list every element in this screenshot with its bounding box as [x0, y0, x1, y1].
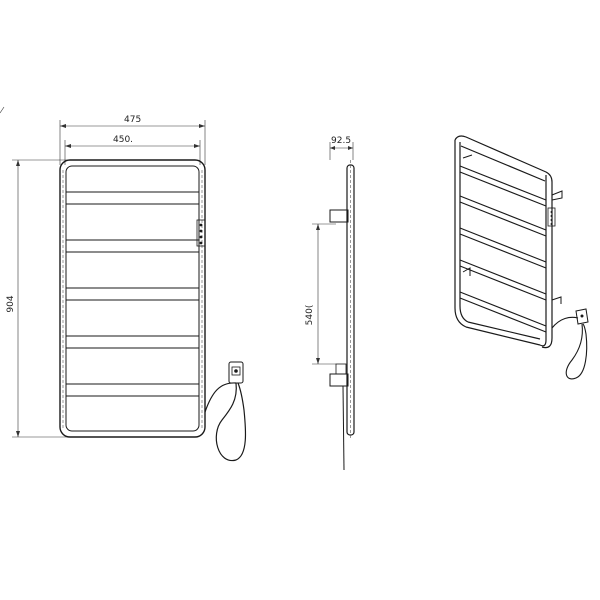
front-crossbars — [65, 191, 200, 397]
iso-top-bar — [454, 135, 553, 183]
front-frame-outer — [59, 159, 206, 438]
dim-label-904: 904 — [6, 295, 16, 312]
dim-label-450: 450. — [113, 135, 133, 145]
front-view: 475 450. 904 — [6, 115, 247, 462]
iso-bracket-bottom — [462, 267, 562, 304]
side-bottom-bracket — [329, 373, 349, 387]
isometric-view — [454, 135, 589, 380]
iso-bottom-bar — [465, 326, 541, 346]
side-view: 92.5 540( — [305, 136, 355, 471]
dim-label-92-5: 92.5 — [331, 136, 351, 146]
iso-crossbars — [459, 165, 547, 333]
dim-label-475: 475 — [124, 115, 141, 125]
iso-left-rail — [459, 142, 469, 323]
iso-control-buttons — [547, 207, 556, 227]
dim-overall-height: 904 — [6, 159, 68, 438]
front-frame-inner — [65, 165, 200, 432]
iso-right-rail — [539, 175, 547, 347]
side-top-bracket — [329, 209, 349, 223]
dim-overall-width: 475 — [59, 115, 206, 165]
dim-depth: 92.5 — [329, 136, 354, 160]
stray-mark — [0, 106, 5, 114]
control-buttons — [196, 219, 206, 247]
side-cable — [342, 385, 345, 471]
dim-mount-spacing: 540( — [305, 223, 336, 365]
dim-label-540: 540( — [305, 305, 315, 326]
iso-plug-and-cable — [551, 308, 589, 380]
iso-bracket-top — [462, 154, 563, 201]
plug-and-cable — [204, 361, 247, 462]
